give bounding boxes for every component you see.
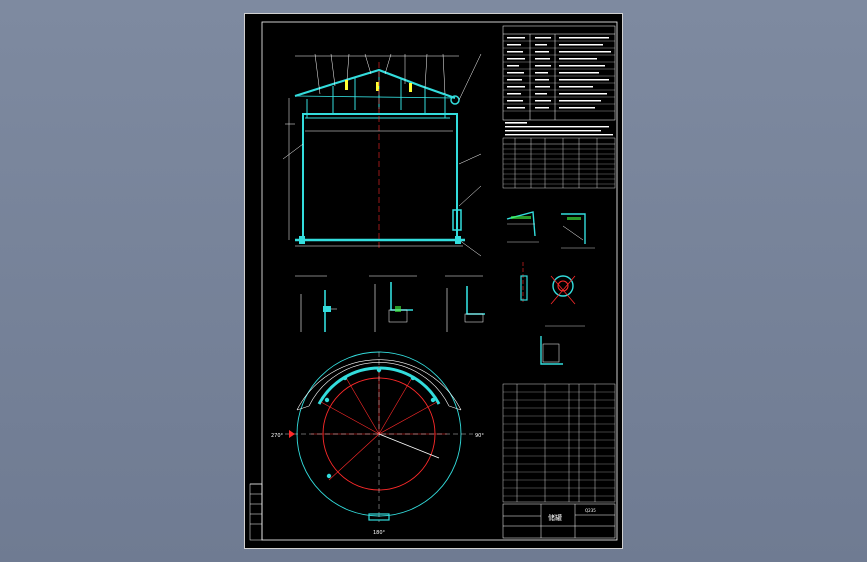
section-detail-3[interactable] bbox=[445, 275, 485, 332]
technical-notes bbox=[505, 122, 613, 136]
section-detail-1[interactable] bbox=[295, 275, 337, 332]
drawing-title: 储罐 bbox=[548, 513, 562, 522]
nozzle-table-rows bbox=[503, 148, 615, 185]
design-data-text-marks bbox=[507, 37, 611, 109]
design-data-table bbox=[502, 25, 616, 121]
arrow-icon bbox=[289, 430, 295, 438]
angle-label-left: 270° bbox=[271, 433, 284, 439]
drawing-canvas: 270° 90° 180° bbox=[249, 21, 618, 541]
design-data-rows bbox=[503, 40, 615, 112]
plan-radius-leader bbox=[378, 433, 440, 459]
section-detail-2[interactable] bbox=[369, 275, 417, 332]
detail-circle-icon bbox=[552, 275, 574, 297]
drawing-sheet[interactable]: 270° 90° 180° bbox=[244, 13, 623, 549]
detail-view-ladder-platform[interactable] bbox=[520, 262, 576, 305]
bom-rows bbox=[503, 391, 615, 497]
part-leader-lines bbox=[314, 53, 446, 95]
roof-trusses bbox=[305, 72, 450, 119]
angle-label-right: 90° bbox=[475, 433, 484, 439]
elevation-dimensions bbox=[282, 53, 482, 257]
plan-nozzle-markers bbox=[324, 367, 436, 479]
anchor-supports bbox=[299, 236, 461, 244]
bottom-manhole bbox=[368, 513, 390, 521]
left-margin-table bbox=[249, 483, 263, 541]
tank-elevation-view[interactable] bbox=[282, 53, 482, 257]
nozzle-table bbox=[502, 137, 616, 189]
tank-roof bbox=[294, 68, 456, 100]
detail-view-bottom-corner[interactable] bbox=[540, 325, 585, 365]
title-block bbox=[502, 503, 616, 539]
detail-view-roof-joint[interactable] bbox=[561, 213, 595, 249]
bill-of-materials-table bbox=[502, 383, 616, 503]
shell-manhole bbox=[452, 209, 462, 231]
roof-base-line bbox=[294, 95, 456, 99]
angle-label-bottom: 180° bbox=[373, 530, 386, 536]
tank-plan-view[interactable]: 270° 90° 180° bbox=[271, 351, 484, 536]
roof-nozzles bbox=[345, 80, 412, 92]
title-material: Q235 bbox=[585, 508, 596, 513]
detail-view-roof-edge[interactable] bbox=[506, 211, 539, 243]
inner-frame bbox=[261, 21, 618, 541]
tank-shell bbox=[302, 113, 458, 241]
